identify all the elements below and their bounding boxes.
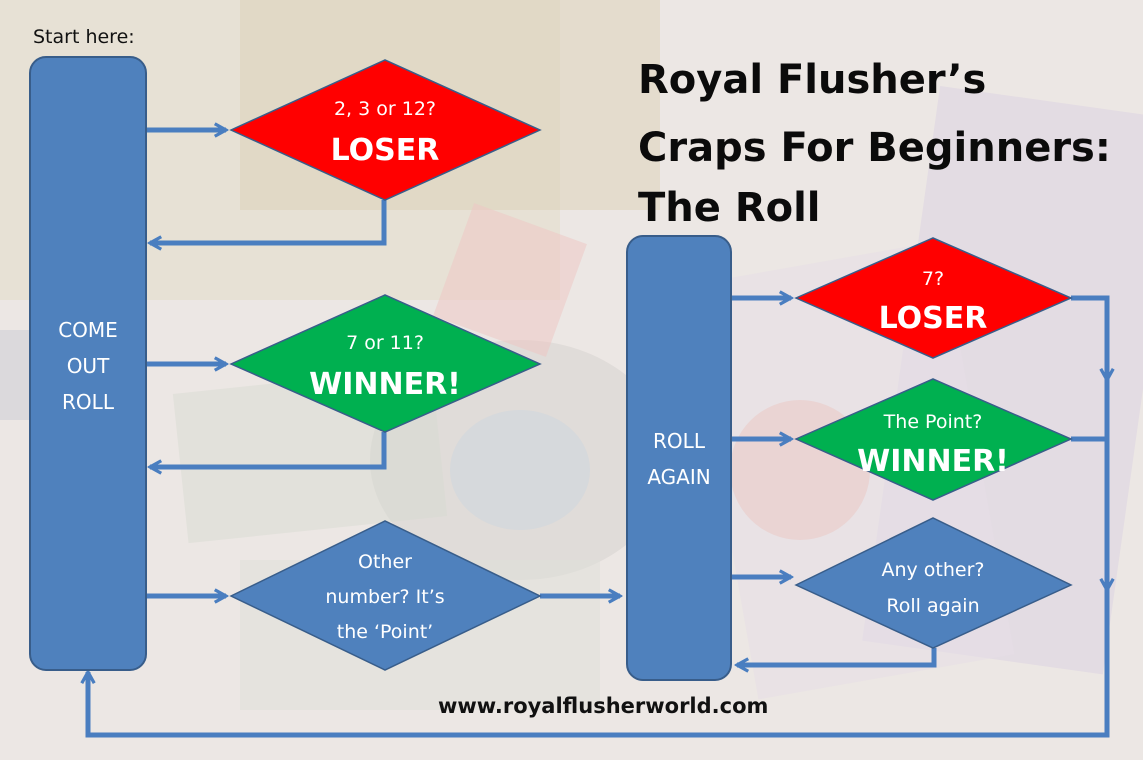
- arrow-winner2-out: [1071, 380, 1110, 442]
- other-2-line-1: Any other?: [881, 559, 984, 581]
- come-out-label-1: COME: [58, 318, 118, 342]
- arrow-loser2-out: [1071, 295, 1107, 380]
- roll-again-label-1: ROLL: [653, 429, 706, 453]
- come-out-label-2: OUT: [67, 354, 110, 378]
- winner-diamond-2: [794, 378, 1073, 501]
- winner-1-result: WINNER!: [309, 367, 461, 402]
- title-line-1: Royal Flusher’s: [638, 57, 987, 103]
- website-link[interactable]: www.royalflusherworld.com: [438, 694, 769, 718]
- point-1-line-2: number? It’s: [325, 586, 444, 608]
- arrow-return-to-comeout: [88, 590, 1110, 738]
- loser-1-question: 2, 3 or 12?: [334, 98, 436, 120]
- point-1-line-1: Other: [358, 551, 412, 573]
- point-1-line-3: the ‘Point’: [337, 621, 433, 643]
- loser-1-result: LOSER: [331, 133, 440, 168]
- roll-again-box: [626, 235, 732, 681]
- point-diamond-1: [229, 520, 542, 671]
- loser-2-result: LOSER: [879, 301, 988, 336]
- start-here-label: Start here:: [33, 26, 135, 48]
- arrow-winner-back: [150, 432, 387, 467]
- loser-2-question: 7?: [922, 268, 944, 290]
- come-out-roll-box: [29, 56, 147, 671]
- winner-2-question: The Point?: [883, 411, 983, 433]
- winner-diamond-1: [229, 294, 542, 433]
- winner-2-result: WINNER!: [857, 444, 1009, 479]
- loser-diamond-2: [794, 237, 1073, 359]
- roll-again-label-2: AGAIN: [647, 465, 710, 489]
- arrow-loser-back: [150, 200, 387, 243]
- arrow-other-back: [737, 648, 937, 665]
- title-line-3: The Roll: [638, 185, 821, 231]
- other-diamond-2: [794, 517, 1073, 649]
- come-out-label-3: ROLL: [62, 390, 115, 414]
- winner-1-question: 7 or 11?: [346, 332, 424, 354]
- other-2-line-2: Roll again: [886, 595, 979, 617]
- title-line-2: Craps For Beginners:: [638, 125, 1111, 171]
- loser-diamond-1: [229, 59, 542, 201]
